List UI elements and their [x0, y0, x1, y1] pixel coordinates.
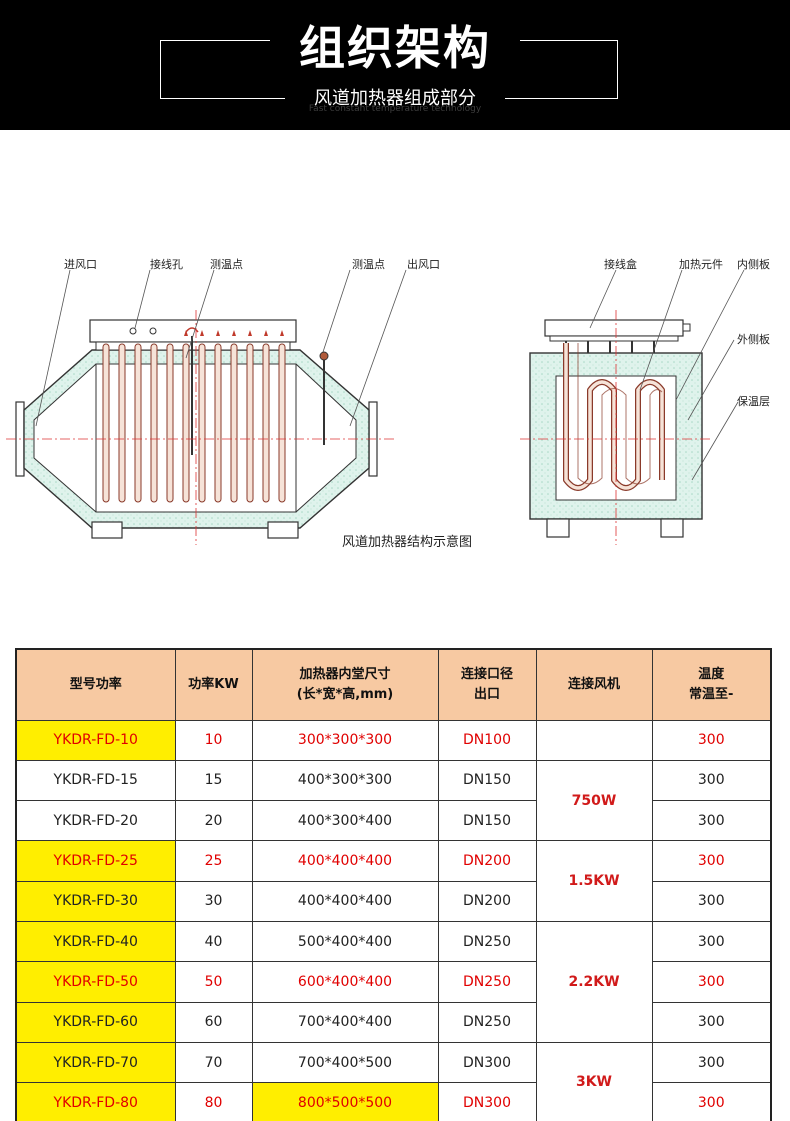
cell-temp: 300 — [651, 1041, 772, 1084]
label-outer-panel: 外侧板 — [737, 333, 770, 346]
cell-port: DN200 — [437, 880, 537, 922]
cell-temp: 300 — [651, 920, 772, 963]
cell-size: 400*300*400 — [251, 800, 439, 842]
cell-power: 30 — [174, 880, 253, 922]
cell-power: 25 — [174, 840, 253, 882]
cell-port: DN250 — [437, 961, 537, 1003]
cell-temp: 300 — [651, 961, 772, 1003]
label-heating-element: 加热元件 — [679, 258, 723, 271]
table-row: YKDR-FD-30 30 400*400*400 DN200 300 — [15, 880, 772, 922]
cell-port: DN150 — [437, 759, 537, 802]
table-row: YKDR-FD-10 10 300*300*300 DN100 300 — [15, 719, 772, 761]
cell-model: YKDR-FD-80 — [15, 1082, 176, 1121]
side-view-diagram — [6, 269, 407, 545]
diagram-caption: 风道加热器结构示意图 — [342, 535, 473, 550]
cell-size: 400*400*400 — [251, 840, 439, 882]
header-power: 功率KW — [174, 648, 253, 721]
cell-size: 400*300*300 — [251, 759, 439, 802]
header-banner: 组织架构 风道加热器组成部分 Fast constant temperature… — [0, 0, 790, 130]
header-temp: 温度常温至- — [651, 648, 772, 721]
cell-size: 800*500*500 — [251, 1082, 439, 1121]
cell-model: YKDR-FD-50 — [15, 961, 176, 1003]
header-fan: 连接风机 — [535, 648, 653, 721]
table-row: YKDR-FD-70 70 700*400*500 DN300 3KW 300 — [15, 1041, 772, 1121]
table-row: YKDR-FD-25 25 400*400*400 DN200 1.5KW 30… — [15, 840, 772, 922]
table-header-row: 型号功率 功率KW 加热器内堂尺寸(长*宽*高,mm) 连接口径出口 连接风机 … — [15, 648, 772, 721]
cell-temp: 300 — [651, 759, 772, 802]
header-model: 型号功率 — [15, 648, 176, 721]
cell-power: 50 — [174, 961, 253, 1003]
cell-temp: 300 — [651, 1082, 772, 1121]
cell-fan: 3KW — [535, 1041, 653, 1121]
cell-temp: 300 — [651, 800, 772, 842]
cell-fan-empty — [535, 719, 653, 761]
label-wiring-hole: 接线孔 — [150, 258, 183, 271]
cell-power: 15 — [174, 759, 253, 802]
cell-fan: 750W — [535, 759, 653, 842]
cell-temp: 300 — [651, 1001, 772, 1043]
cell-port: DN300 — [437, 1082, 537, 1121]
cell-model: YKDR-FD-10 — [15, 719, 176, 761]
label-junction-box: 接线盒 — [604, 258, 637, 271]
label-insulation: 保温层 — [737, 395, 770, 408]
cell-model: YKDR-FD-40 — [15, 920, 176, 963]
cell-model: YKDR-FD-70 — [15, 1041, 176, 1084]
structure-diagrams: 进风口 接线孔 测温点 测温点 出风口 接线盒 加热元件 内侧板 外侧板 保温层… — [0, 240, 790, 560]
cell-model: YKDR-FD-30 — [15, 880, 176, 922]
cell-power: 80 — [174, 1082, 253, 1121]
table-row: YKDR-FD-40 40 500*400*400 DN250 2.2KW 30… — [15, 920, 772, 1043]
header-port: 连接口径出口 — [437, 648, 537, 721]
cell-power: 20 — [174, 800, 253, 842]
page-title: 组织架构 — [270, 18, 520, 78]
cell-port: DN250 — [437, 920, 537, 963]
label-air-outlet: 出风口 — [407, 258, 440, 271]
table-row: YKDR-FD-80 80 800*500*500 DN300 300 — [15, 1082, 772, 1121]
cell-port: DN200 — [437, 840, 537, 882]
cell-fan: 1.5KW — [535, 840, 653, 922]
cell-size: 700*400*500 — [251, 1041, 439, 1084]
table-row: YKDR-FD-15 15 400*300*300 DN150 750W 300 — [15, 759, 772, 842]
label-temp-point-2: 测温点 — [352, 258, 385, 271]
label-temp-point-1: 测温点 — [210, 258, 243, 271]
cell-power: 60 — [174, 1001, 253, 1043]
cell-power: 10 — [174, 719, 253, 761]
cell-size: 300*300*300 — [251, 719, 439, 761]
cell-temp: 300 — [651, 840, 772, 882]
cell-power: 40 — [174, 920, 253, 963]
cell-fan: 2.2KW — [535, 920, 653, 1043]
cell-temp: 300 — [651, 719, 772, 761]
cell-temp: 300 — [651, 880, 772, 922]
cell-model: YKDR-FD-25 — [15, 840, 176, 882]
cell-model: YKDR-FD-20 — [15, 800, 176, 842]
label-inner-panel: 内侧板 — [737, 258, 770, 271]
cell-size: 500*400*400 — [251, 920, 439, 963]
cell-port: DN250 — [437, 1001, 537, 1043]
label-air-inlet: 进风口 — [64, 258, 97, 271]
cell-power: 70 — [174, 1041, 253, 1084]
table-row: YKDR-FD-20 20 400*300*400 DN150 300 — [15, 800, 772, 842]
cell-size: 700*400*400 — [251, 1001, 439, 1043]
spec-table: 型号功率 功率KW 加热器内堂尺寸(长*宽*高,mm) 连接口径出口 连接风机 … — [15, 648, 772, 1121]
cell-port: DN100 — [437, 719, 537, 761]
table-row: YKDR-FD-60 60 700*400*400 DN250 300 — [15, 1001, 772, 1043]
cell-size: 600*400*400 — [251, 961, 439, 1003]
cell-model: YKDR-FD-15 — [15, 759, 176, 802]
structure-drawing — [6, 269, 745, 545]
cross-section-diagram — [520, 269, 745, 545]
cell-port: DN150 — [437, 800, 537, 842]
cell-port: DN300 — [437, 1041, 537, 1084]
header-size: 加热器内堂尺寸(长*宽*高,mm) — [251, 648, 439, 721]
cell-model: YKDR-FD-60 — [15, 1001, 176, 1043]
table-row: YKDR-FD-50 50 600*400*400 DN250 300 — [15, 961, 772, 1003]
cell-size: 400*400*400 — [251, 880, 439, 922]
page-subtitle: 风道加热器组成部分 — [285, 84, 505, 114]
page-subtitle-en: Fast constant temperature technology — [308, 104, 482, 114]
